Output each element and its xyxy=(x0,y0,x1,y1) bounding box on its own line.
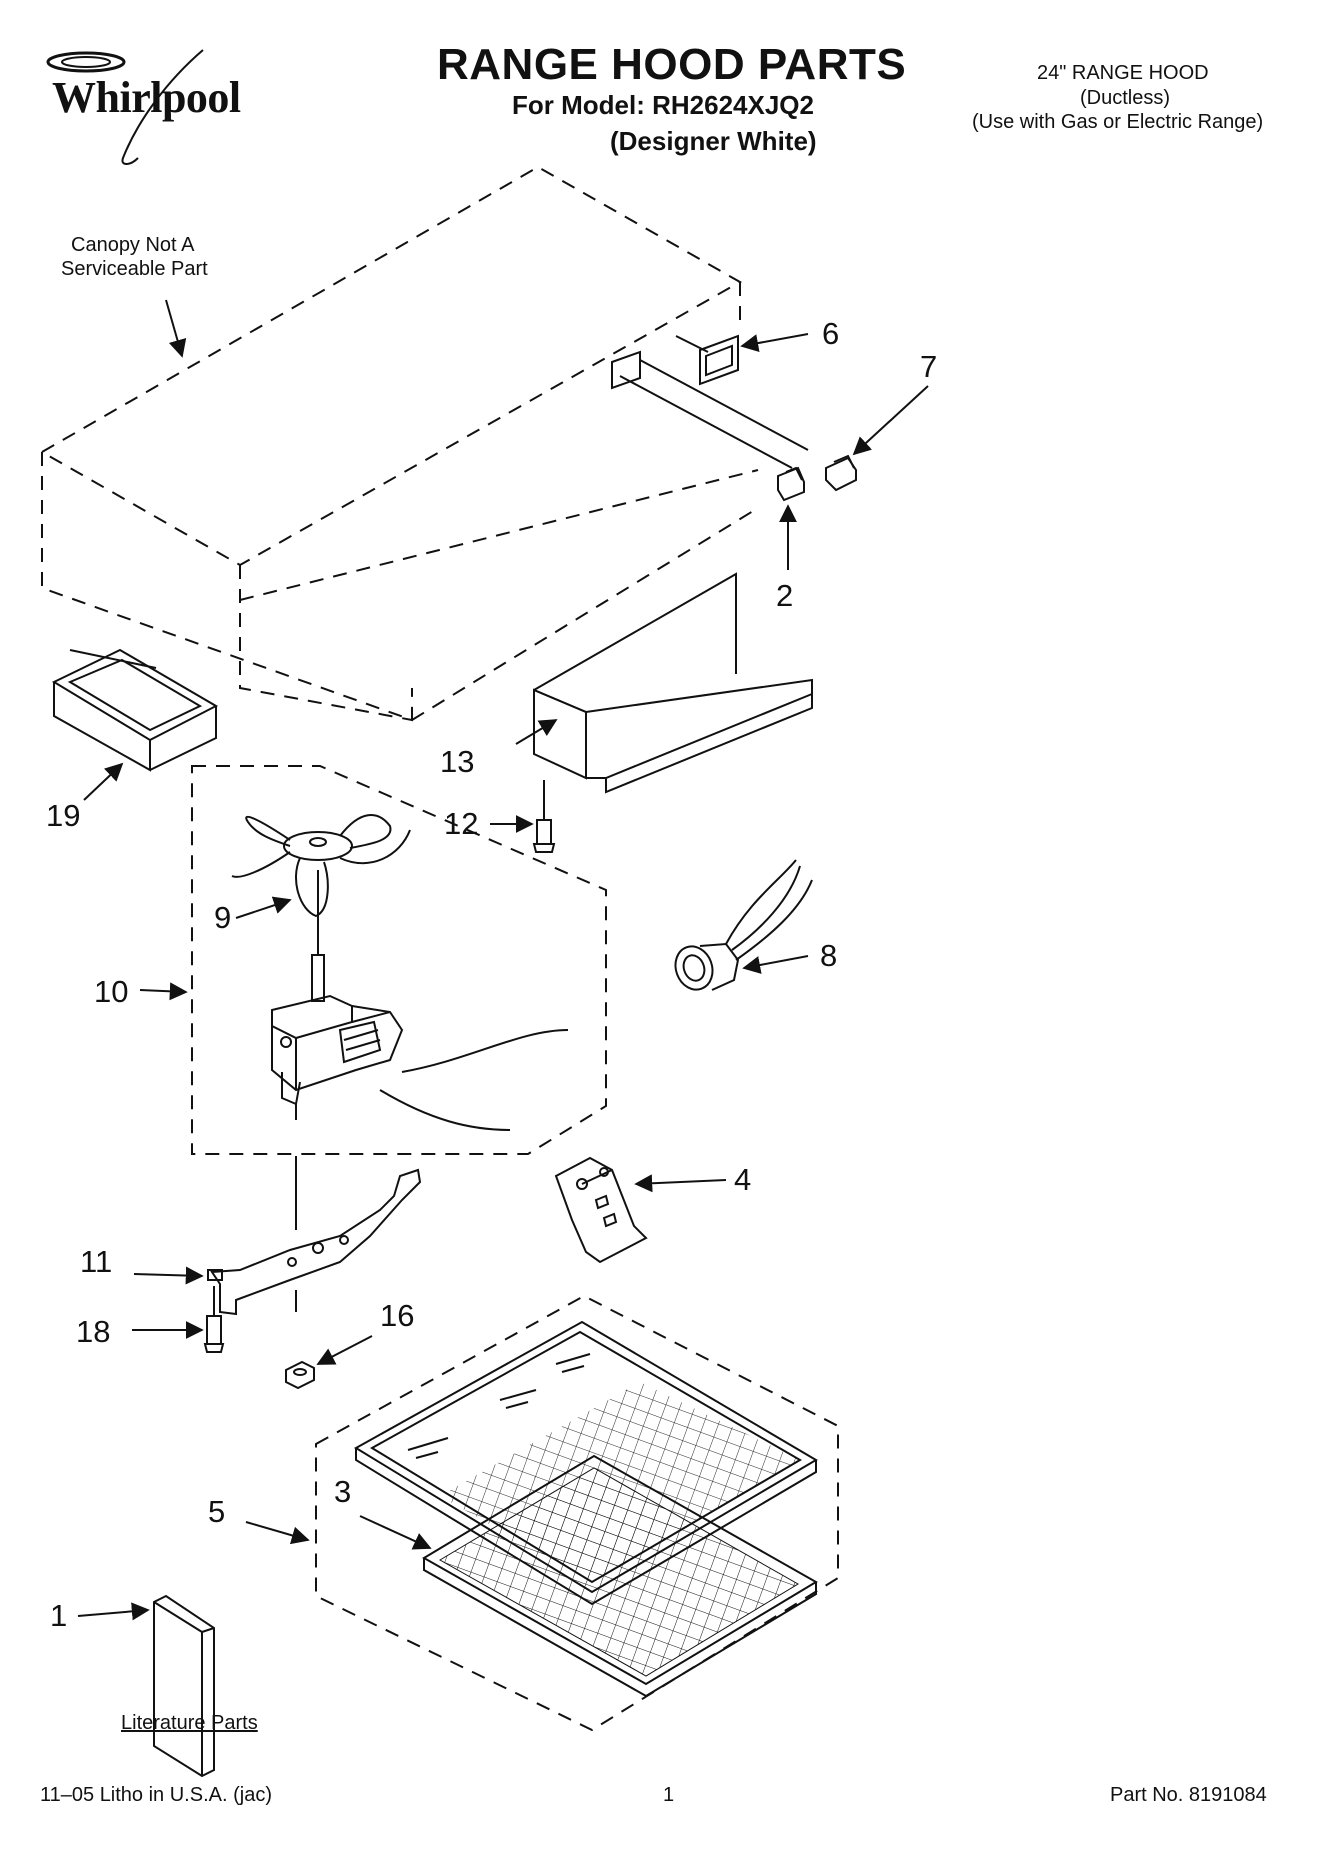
whirlpool-logo: Whirlpool xyxy=(28,40,268,170)
part-3-charcoal-filter xyxy=(422,1454,818,1698)
canopy-note-line1: Canopy Not A xyxy=(71,234,195,256)
part-19-holder xyxy=(51,648,219,772)
callout-16: 16 xyxy=(380,1298,415,1333)
callout-9: 9 xyxy=(214,900,232,935)
motor xyxy=(271,954,569,1131)
part-16-nut xyxy=(285,1360,315,1390)
callout-18: 18 xyxy=(76,1314,111,1349)
product-name: 24" RANGE HOOD xyxy=(1037,62,1209,84)
canopy-outline xyxy=(39,165,759,722)
logo-wordmark: Whirlpool xyxy=(52,73,241,122)
callout-2: 2 xyxy=(776,578,794,613)
canopy-note-line2: Serviceable Part xyxy=(61,258,208,280)
filter-glare-marks xyxy=(407,1353,591,1459)
callout-11: 11 xyxy=(80,1244,113,1279)
canopy-leader xyxy=(165,299,187,358)
model-variant: (Designer White) xyxy=(610,126,817,156)
part-12-screw xyxy=(532,780,556,853)
logo-swirl-icon xyxy=(46,49,204,165)
part-7-switch xyxy=(825,454,857,492)
part-6-light-lens xyxy=(699,334,739,386)
callout-5: 5 xyxy=(208,1494,226,1529)
callout-12: 12 xyxy=(444,806,479,841)
callout-4: 4 xyxy=(734,1162,752,1197)
part-1-literature xyxy=(153,1594,215,1778)
product-usage: (Use with Gas or Electric Range) xyxy=(972,111,1264,133)
callout-7: 7 xyxy=(920,349,938,384)
part-11-bracket xyxy=(207,1168,422,1316)
charcoal-filter-mesh xyxy=(439,1467,799,1677)
callout-19: 19 xyxy=(46,798,81,833)
literature-parts-label: Literature Parts xyxy=(121,1712,258,1734)
part-number: Part No. 8191084 xyxy=(1110,1784,1267,1806)
model-number: For Model: RH2624XJQ2 xyxy=(512,90,814,120)
part-4-lamp-bracket xyxy=(554,1156,648,1264)
page-number: 1 xyxy=(663,1784,675,1806)
part-13-cover xyxy=(533,572,813,794)
product-type: (Ductless) xyxy=(1080,87,1171,109)
callout-10: 10 xyxy=(94,974,129,1009)
part-2-switch xyxy=(777,466,805,502)
callout-3: 3 xyxy=(334,1474,352,1509)
callout-13: 13 xyxy=(440,744,475,779)
callout-8: 8 xyxy=(820,938,838,973)
part-10-assembly-outline xyxy=(191,765,607,1155)
part-8-lamp-socket xyxy=(674,859,813,991)
callout-1: 1 xyxy=(50,1598,68,1633)
switch-bar xyxy=(611,335,809,469)
footer-print-info: 11–05 Litho in U.S.A. (jac) xyxy=(40,1784,272,1806)
part-9-fan-blade xyxy=(231,814,411,955)
page-title: RANGE HOOD PARTS xyxy=(437,40,907,89)
part-18-screw xyxy=(203,1286,225,1353)
callout-6: 6 xyxy=(822,316,840,351)
